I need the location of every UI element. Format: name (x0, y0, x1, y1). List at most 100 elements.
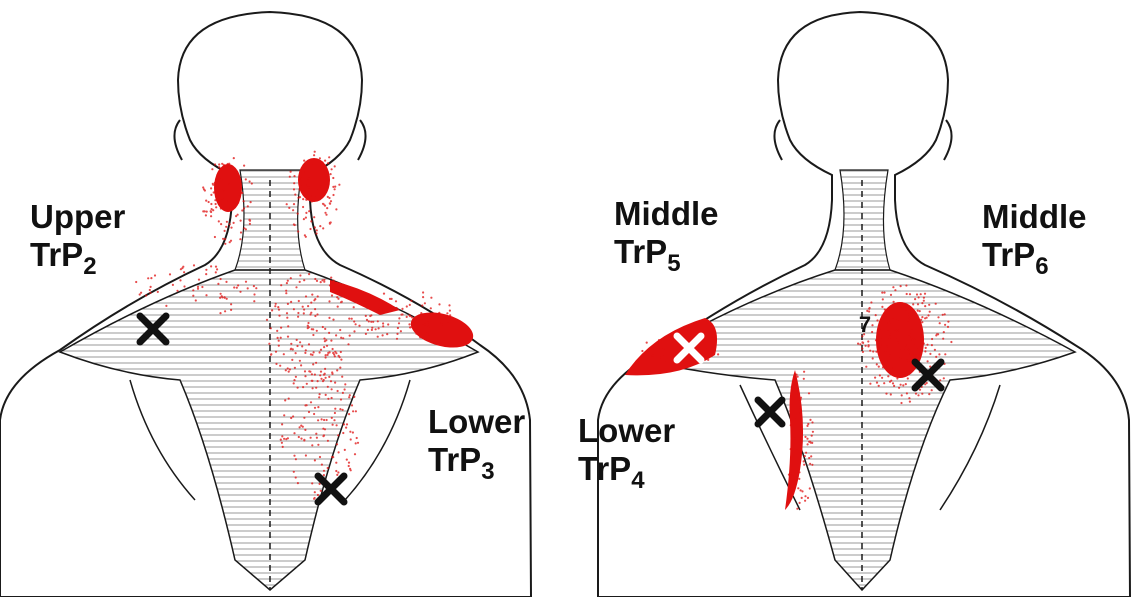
referral-dot (892, 367, 894, 369)
referral-dot (249, 219, 251, 221)
referral-dot (320, 371, 322, 373)
referral-dot (308, 177, 310, 179)
referral-dot (370, 321, 372, 323)
referral-dot (328, 300, 330, 302)
referral-dot (905, 383, 907, 385)
referral-dot (295, 352, 297, 354)
referral-dot (697, 346, 699, 348)
referral-dot (355, 323, 357, 325)
referral-dot (669, 338, 671, 340)
referral-dot (212, 209, 214, 211)
referral-dot (892, 318, 894, 320)
referral-dot (320, 349, 322, 351)
referral-dot (294, 224, 296, 226)
referral-dot (803, 460, 805, 462)
referral-dot (798, 398, 800, 400)
referral-dot (311, 482, 313, 484)
referral-dot (317, 295, 319, 297)
referral-dot (364, 301, 366, 303)
referral-dot (214, 163, 216, 165)
referral-dot (865, 345, 867, 347)
referral-dot (386, 333, 388, 335)
referral-dot (795, 374, 797, 376)
referral-dot (798, 426, 800, 428)
label-lower-trp3: Lower TrP3 (428, 403, 525, 491)
referral-dot (879, 329, 881, 331)
referral-dot (293, 379, 295, 381)
referral-dot (319, 225, 321, 227)
referral-dot (916, 348, 918, 350)
referral-dot (806, 425, 808, 427)
referral-dot (368, 320, 370, 322)
referral-dot (917, 394, 919, 396)
referral-dot (279, 365, 281, 367)
referral-dot (305, 212, 307, 214)
referral-dot (237, 202, 239, 204)
referral-dot (896, 319, 898, 321)
referral-dot (292, 209, 294, 211)
referral-dot (350, 438, 352, 440)
referral-dot (909, 401, 911, 403)
referral-dot (892, 286, 894, 288)
referral-dot (697, 331, 699, 333)
label-middle-trp5: Middle TrP5 (614, 195, 719, 283)
referral-dot (346, 459, 348, 461)
referral-dot (285, 292, 287, 294)
referral-dot (203, 188, 205, 190)
referral-dot (921, 393, 923, 395)
referral-dot (913, 323, 915, 325)
referral-dot (331, 417, 333, 419)
referral-dot (206, 211, 208, 213)
referral-dot (904, 349, 906, 351)
referral-dot (895, 329, 897, 331)
referral-dot (293, 188, 295, 190)
referral-dot (351, 404, 353, 406)
referral-dot (299, 188, 301, 190)
referral-dot (308, 210, 310, 212)
referral-dot (325, 356, 327, 358)
referral-dot (210, 211, 212, 213)
referral-dot (398, 317, 400, 319)
referral-dot (348, 318, 350, 320)
referral-dot (882, 366, 884, 368)
referral-dot (340, 351, 342, 353)
referral-dot (328, 332, 330, 334)
referral-dot (411, 316, 413, 318)
referral-dot (890, 380, 892, 382)
referral-dot (906, 392, 908, 394)
referral-dot (349, 431, 351, 433)
referral-dot (790, 448, 792, 450)
referral-dot (893, 301, 895, 303)
referral-dot (245, 281, 247, 283)
referral-dot (788, 474, 790, 476)
referral-dot (893, 352, 895, 354)
referral-dot (878, 366, 880, 368)
referral-dot (914, 338, 916, 340)
referral-dot (333, 353, 335, 355)
referral-dot (350, 469, 352, 471)
referral-dot (221, 199, 223, 201)
referral-dot (307, 305, 309, 307)
referral-dot (423, 314, 425, 316)
referral-dot (336, 424, 338, 426)
referral-dot (299, 426, 301, 428)
referral-dot (408, 314, 410, 316)
referral-dot (326, 345, 328, 347)
referral-dot (449, 317, 451, 319)
referral-dot (314, 196, 316, 198)
referral-dot (327, 467, 329, 469)
referral-dot (925, 347, 927, 349)
referral-dot (937, 316, 939, 318)
referral-dot (796, 449, 798, 451)
referral-dot (331, 388, 333, 390)
referral-dot (438, 312, 440, 314)
referral-dot (800, 397, 802, 399)
referral-dot (334, 188, 336, 190)
referral-dot (316, 229, 318, 231)
referral-dot (923, 300, 925, 302)
referral-dot (327, 352, 329, 354)
referral-dot (900, 402, 902, 404)
referral-dot (193, 264, 195, 266)
referral-dot (274, 305, 276, 307)
referral-dot (210, 215, 212, 217)
